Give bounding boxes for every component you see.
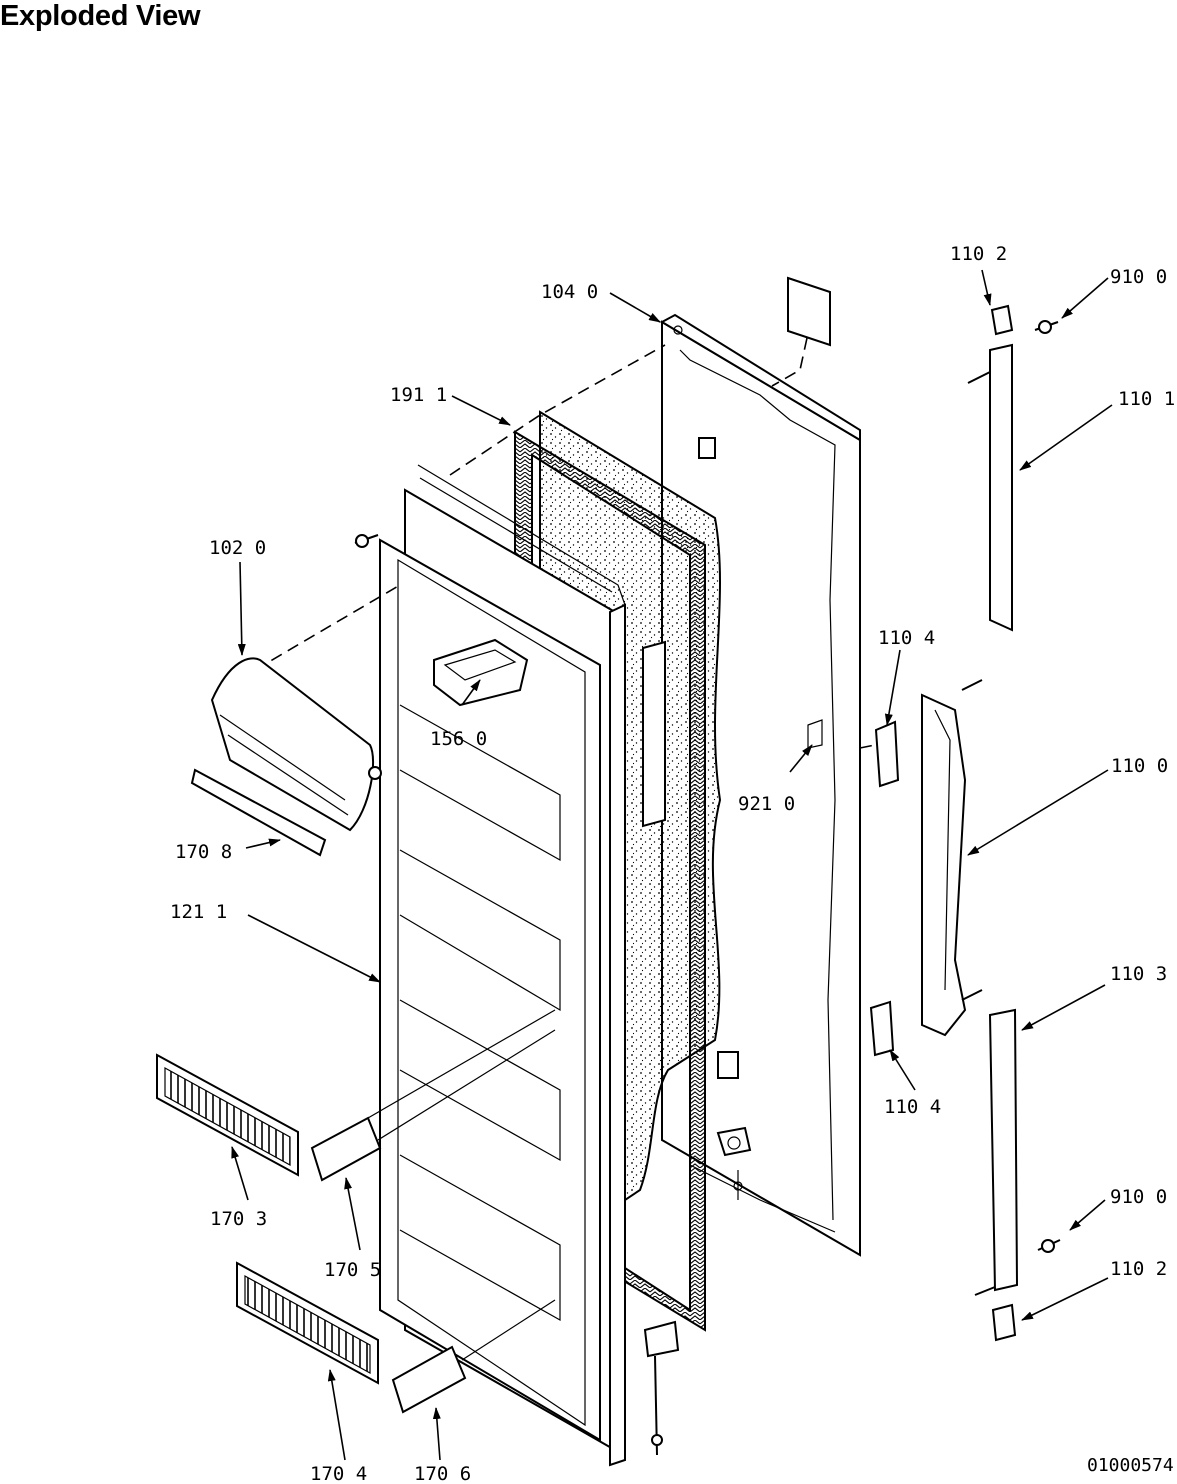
lower-screw xyxy=(1037,1239,1061,1253)
callout-110-0: 110 0 xyxy=(1111,755,1168,777)
callout-121-1: 121 1 xyxy=(170,901,227,923)
door-handle xyxy=(921,679,983,1037)
callout-170-8: 170 8 xyxy=(175,841,232,863)
inner-door-liner xyxy=(379,464,626,1467)
callout-110-2-bottom: 110 2 xyxy=(1110,1258,1167,1280)
shelf-bar-upper xyxy=(156,1053,299,1177)
shelf-end-cap-upper xyxy=(310,1009,556,1182)
liner-screw xyxy=(354,534,379,548)
callout-156-0: 156 0 xyxy=(430,728,487,750)
callout-110-2-top: 110 2 xyxy=(950,243,1007,265)
callout-910-0-top: 910 0 xyxy=(1110,266,1167,288)
lower-hinge-cap xyxy=(991,1303,1017,1342)
callout-910-0-bottom: 910 0 xyxy=(1110,1186,1167,1208)
page-title: Exploded View xyxy=(0,0,201,32)
callout-170-3: 170 3 xyxy=(210,1208,267,1230)
handle-bracket-bottom xyxy=(869,1000,895,1057)
callout-110-4-top: 110 4 xyxy=(878,627,935,649)
callout-170-5: 170 5 xyxy=(324,1259,381,1281)
dispenser-cover xyxy=(210,657,382,832)
callout-102-0: 102 0 xyxy=(209,537,266,559)
label-card xyxy=(771,276,831,387)
callout-104-0: 104 0 xyxy=(541,281,598,303)
alignment-line-dispenser xyxy=(254,584,401,671)
lower-door-bracket xyxy=(643,1320,680,1456)
upper-hinge-trim xyxy=(967,304,1014,632)
lower-hinge-trim xyxy=(974,1008,1019,1296)
callout-110-4-bottom: 110 4 xyxy=(884,1096,941,1118)
callout-170-4: 170 4 xyxy=(310,1463,367,1484)
callout-191-1: 191 1 xyxy=(390,384,447,406)
handle-bracket-top xyxy=(874,720,900,788)
upper-screw xyxy=(1034,320,1059,334)
callout-921-0: 921 0 xyxy=(738,793,795,815)
shelf-end-cap-lower xyxy=(391,1299,556,1414)
callout-110-1: 110 1 xyxy=(1118,388,1175,410)
callout-110-3: 110 3 xyxy=(1110,963,1167,985)
leader-arrows xyxy=(231,269,1113,1461)
alignment-line-hinge xyxy=(859,744,876,749)
trim-strip xyxy=(190,768,327,857)
shelf-bar-lower xyxy=(236,1261,379,1385)
diagram-number: 01000574 xyxy=(1087,1455,1174,1476)
callout-170-6: 170 6 xyxy=(414,1463,471,1484)
